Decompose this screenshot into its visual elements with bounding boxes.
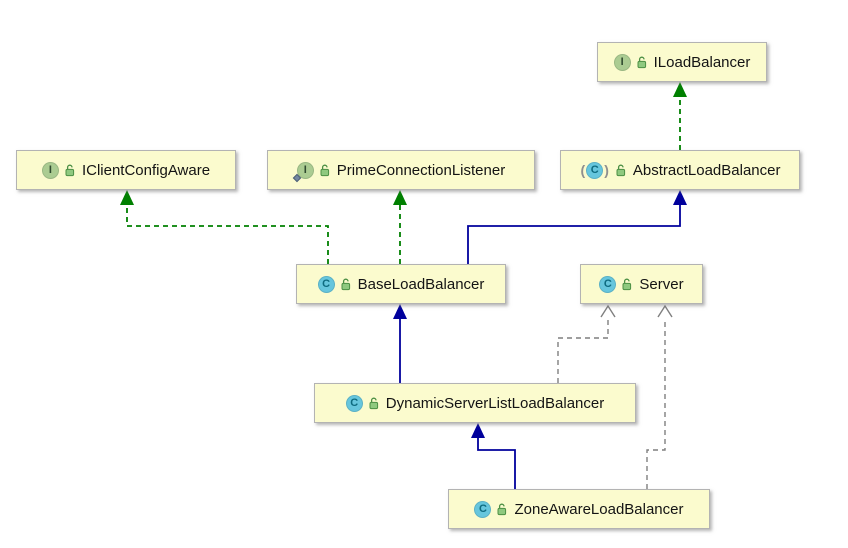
class-icon: C <box>345 394 363 412</box>
class-name-label: ZoneAwareLoadBalancer <box>514 500 684 518</box>
class-icon: C <box>317 275 335 293</box>
class-node-iclientconfigaware[interactable]: I IClientConfigAware <box>16 150 236 190</box>
class-name-label: DynamicServerListLoadBalancer <box>385 394 605 412</box>
class-node-iloadbalancer[interactable]: I ILoadBalancer <box>597 42 767 82</box>
class-name-label: IClientConfigAware <box>81 161 211 179</box>
class-name-label: PrimeConnectionListener <box>336 161 506 179</box>
public-visibility-lock-icon <box>65 164 75 176</box>
class-node-server[interactable]: C Server <box>580 264 703 304</box>
class-name-label: BaseLoadBalancer <box>357 275 485 293</box>
edge-implements-baseloadbalancer-iclientconfigaware[interactable] <box>120 190 329 264</box>
class-name-label: Server <box>639 275 684 293</box>
public-visibility-lock-icon <box>320 164 329 176</box>
class-node-primeconnectionlistener[interactable]: I PrimeConnectionListener <box>267 150 535 190</box>
public-visibility-lock-icon <box>497 503 507 515</box>
class-name-label: ILoadBalancer <box>653 53 751 71</box>
edge-implements-baseloadbalancer-primeconnectionlistener[interactable] <box>393 190 407 264</box>
edge-extends-dynamicserverlistloadbalancer-baseloadbalancer[interactable] <box>393 304 407 383</box>
class-name-label: AbstractLoadBalancer <box>632 161 781 179</box>
edge-dependency-zoneawareloadbalancer-server[interactable] <box>646 304 673 489</box>
public-visibility-lock-icon <box>616 164 625 176</box>
class-icon: C <box>474 500 492 518</box>
public-visibility-lock-icon <box>369 397 378 409</box>
class-node-baseloadbalancer[interactable]: C BaseLoadBalancer <box>296 264 506 304</box>
public-visibility-lock-icon <box>637 56 646 68</box>
abstract-class-icon: ( C ) <box>580 161 609 179</box>
edge-implements-abstractloadbalancer-iloadbalancer[interactable] <box>673 82 687 150</box>
class-node-abstractloadbalancer[interactable]: ( C ) AbstractLoadBalancer <box>560 150 800 190</box>
edge-extends-baseloadbalancer-abstractloadbalancer[interactable] <box>467 190 687 264</box>
interface-icon: I <box>41 161 59 179</box>
interface-icon: I <box>613 53 631 71</box>
edge-dependency-dynamicserverlistloadbalancer-server[interactable] <box>557 304 616 383</box>
public-visibility-lock-icon <box>622 278 632 290</box>
public-visibility-lock-icon <box>341 278 350 290</box>
class-node-zoneawareloadbalancer[interactable]: C ZoneAwareLoadBalancer <box>448 489 710 529</box>
class-node-dynamicserverlistloadbalancer[interactable]: C DynamicServerListLoadBalancer <box>314 383 636 423</box>
class-icon: C <box>599 275 617 293</box>
edge-extends-zoneawareloadbalancer-dynamicserverlistloadbalancer[interactable] <box>471 423 516 489</box>
inner-interface-icon: I <box>292 161 314 182</box>
